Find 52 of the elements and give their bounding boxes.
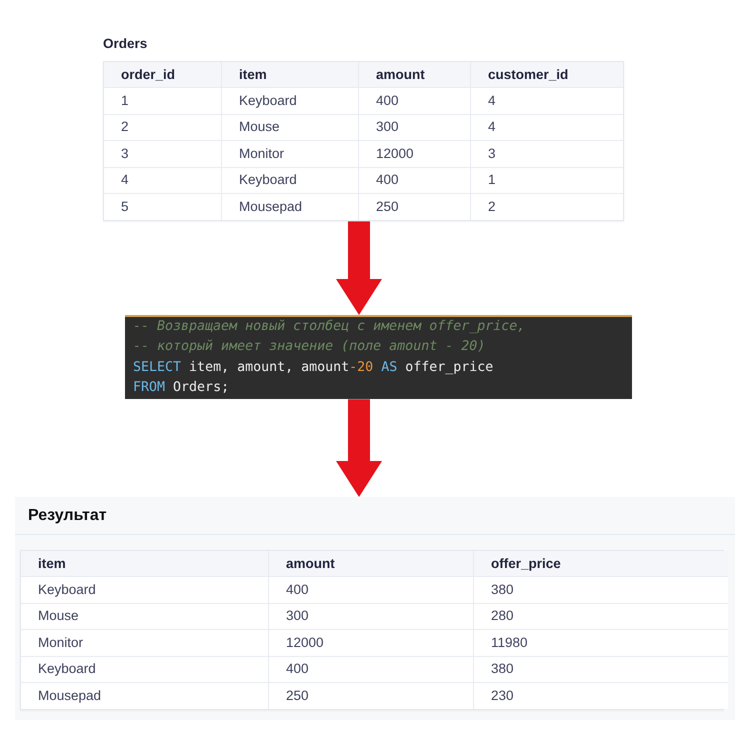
header-cell: customer_id bbox=[471, 62, 623, 88]
code-comment: -- Возвращаем новый столбец с именем offer_price, bbox=[133, 318, 526, 336]
table-cell: 300 bbox=[269, 604, 474, 630]
code-line: FROM Orders; bbox=[133, 378, 230, 397]
table-cell: 4 bbox=[104, 168, 222, 194]
table-cell: Mouse bbox=[222, 114, 359, 142]
table-cell: 300 bbox=[359, 114, 471, 142]
table-cell: 3 bbox=[471, 141, 623, 168]
table-cell: 250 bbox=[269, 682, 474, 710]
header-cell: item bbox=[222, 62, 359, 88]
table-cell: 12000 bbox=[269, 630, 474, 657]
code-comment: -- который имеет значение (поле amount - 20) bbox=[133, 338, 486, 356]
table-cell: Keyboard bbox=[21, 577, 269, 604]
table-cell: 400 bbox=[359, 88, 471, 115]
header-cell: order_id bbox=[104, 62, 222, 88]
table-cell: 5 bbox=[104, 194, 222, 220]
table-cell: 400 bbox=[269, 656, 474, 683]
table-cell: Keyboard bbox=[222, 88, 359, 115]
table-cell: 11980 bbox=[474, 630, 728, 657]
code-block bbox=[125, 315, 632, 400]
table-cell: Mousepad bbox=[222, 194, 359, 220]
table-cell: Monitor bbox=[222, 141, 359, 168]
table-cell: 3 bbox=[104, 141, 222, 168]
arrow bbox=[336, 399, 382, 497]
table-cell: Mousepad bbox=[21, 682, 269, 710]
result-panel bbox=[15, 497, 735, 720]
table-cell: 230 bbox=[474, 682, 728, 710]
table-cell: 280 bbox=[474, 604, 728, 630]
table-cell: 2 bbox=[104, 114, 222, 142]
table-title: Orders bbox=[103, 34, 148, 53]
table-cell: 12000 bbox=[359, 141, 471, 168]
table-cell: 400 bbox=[269, 577, 474, 604]
table-cell: Keyboard bbox=[21, 656, 269, 683]
table-cell: 1 bbox=[471, 168, 623, 194]
table-cell: 400 bbox=[359, 168, 471, 194]
table-cell: 250 bbox=[359, 194, 471, 220]
table-cell: 380 bbox=[474, 577, 728, 604]
header-cell: offer_price bbox=[474, 551, 728, 578]
panel-header: Результат bbox=[15, 497, 735, 535]
table-cell: 4 bbox=[471, 114, 623, 142]
table-cell: 380 bbox=[474, 656, 728, 683]
table-cell: Keyboard bbox=[222, 168, 359, 194]
code-line: SELECT item, amount, amount-20 AS offer_price bbox=[133, 358, 494, 377]
table-cell: 2 bbox=[471, 194, 623, 220]
table-cell: Monitor bbox=[21, 630, 269, 657]
arrow bbox=[336, 221, 382, 315]
header-cell: item bbox=[21, 551, 269, 578]
table-cell: 4 bbox=[471, 88, 623, 115]
header-cell: amount bbox=[359, 62, 471, 88]
table-cell: Mouse bbox=[21, 604, 269, 630]
header-cell: amount bbox=[269, 551, 474, 578]
table-cell: 1 bbox=[104, 88, 222, 115]
